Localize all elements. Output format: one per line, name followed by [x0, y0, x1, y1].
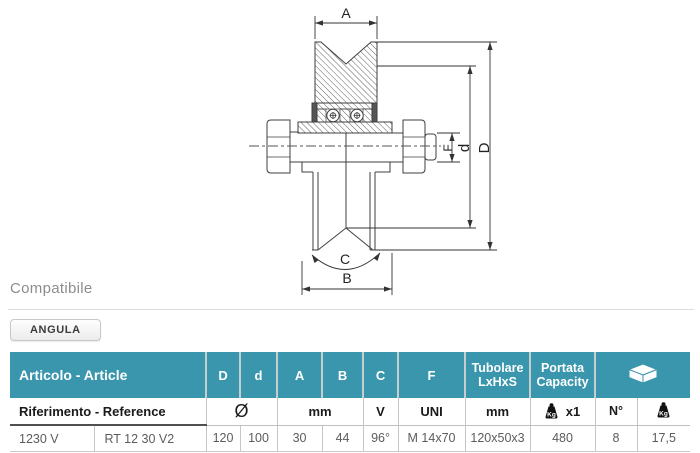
subheader-reference: Riferimento - Reference	[10, 398, 207, 426]
dim-label-a: A	[341, 5, 351, 21]
cell-A: 30	[276, 425, 323, 452]
cell-D: 120	[205, 425, 241, 452]
subheader-diameter-symbol: Ø	[205, 398, 278, 426]
cell-reference: RT 12 30 V2	[93, 425, 207, 452]
kg-icon-label: Kg	[547, 412, 556, 419]
cell-n: 8	[594, 425, 638, 452]
dim-label-d-inner: d	[456, 144, 473, 152]
section-divider	[8, 309, 694, 310]
subheader-n: N°	[594, 398, 638, 426]
cell-B: 44	[321, 425, 364, 452]
package-box-icon	[628, 363, 658, 384]
subheader-x1: x1	[565, 403, 581, 419]
header-col-D: D	[205, 352, 241, 398]
kg-weight-icon: Kg	[657, 401, 670, 418]
subheader-capacity-unit: Kg x1	[529, 398, 596, 426]
header-col-F: F	[397, 352, 466, 398]
header-tubolare-line1: Tubolare	[471, 360, 524, 375]
cell-capacity: 480	[529, 425, 596, 452]
header-col-d: d	[239, 352, 278, 398]
dim-label-b: B	[342, 270, 351, 286]
table-subheader-row: Riferimento - Reference Ø mm V UNI mm Kg…	[10, 398, 691, 426]
table-header-row: Articolo - Article D d A B C F Tubolare …	[10, 352, 691, 398]
subheader-uni: UNI	[397, 398, 466, 426]
dim-label-c: C	[340, 251, 350, 267]
header-portata-line1: Portata	[540, 360, 585, 375]
header-col-A: A	[276, 352, 323, 398]
cell-article-code: 1230 V	[10, 425, 94, 452]
kg-icon-label: Kg	[659, 410, 668, 417]
dim-label-f: F	[441, 144, 455, 151]
spec-table: Articolo - Article D d A B C F Tubolare …	[10, 352, 691, 452]
technical-drawing: A B C F d D	[249, 5, 497, 295]
dimension-lines	[301, 16, 497, 295]
angula-brand-button[interactable]: ANGULA	[10, 319, 101, 341]
header-package	[594, 352, 691, 398]
cell-F: M 14x70	[397, 425, 466, 452]
header-tubolare-line2: LxHxS	[478, 375, 517, 389]
header-portata-line2: Capacity	[536, 375, 589, 389]
header-article: Articolo - Article	[10, 352, 207, 398]
header-col-B: B	[321, 352, 364, 398]
cell-weight: 17,5	[636, 425, 691, 452]
dimension-labels: A B C F d D	[340, 5, 493, 286]
subheader-mm-tub: mm	[464, 398, 531, 426]
cell-d: 100	[239, 425, 278, 452]
wheel-section	[249, 41, 441, 251]
kg-weight-icon: Kg	[545, 403, 558, 419]
dim-label-d-outer: D	[476, 142, 493, 153]
header-col-C: C	[362, 352, 399, 398]
subheader-mm-ab: mm	[276, 398, 364, 426]
subheader-v: V	[362, 398, 399, 426]
header-tubolare: Tubolare LxHxS	[464, 352, 531, 398]
cell-C: 96°	[362, 425, 399, 452]
cell-tubolare: 120x50x3	[464, 425, 531, 452]
subheader-weight-unit: Kg	[636, 398, 691, 426]
table-data-row: 1230 V RT 12 30 V2 120 100 30 44 96° M 1…	[10, 425, 691, 452]
dimension-arrows	[302, 20, 493, 292]
header-portata: Portata Capacity	[529, 352, 596, 398]
compatible-title: Compatibile	[10, 280, 93, 297]
